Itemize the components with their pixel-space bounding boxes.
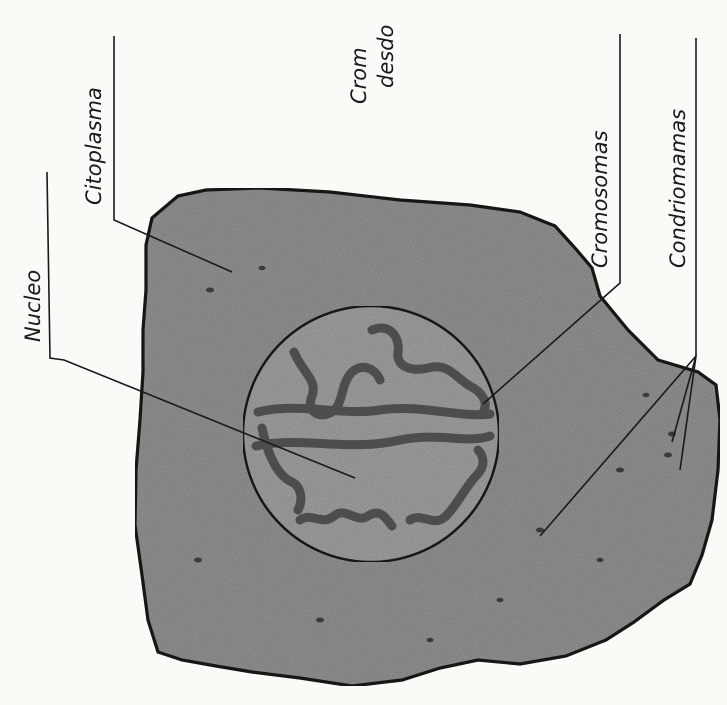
mitochondrion bbox=[316, 618, 324, 623]
mitochondrion bbox=[643, 393, 650, 397]
label-cromatina-top: Crom bbox=[347, 47, 371, 104]
label-cromosomas: Cromosomas bbox=[588, 130, 612, 268]
label-citoplasma: Citoplasma bbox=[82, 87, 106, 205]
mitochondrion bbox=[497, 598, 504, 602]
mitochondrion bbox=[206, 288, 214, 293]
mitochondrion bbox=[597, 558, 604, 562]
mitochondrion bbox=[427, 638, 434, 642]
mitochondrion bbox=[259, 266, 266, 270]
label-nucleo: Nucleo bbox=[21, 270, 45, 342]
mitochondrion bbox=[194, 558, 202, 563]
cell-nucleus bbox=[243, 306, 499, 562]
mitochondrion bbox=[664, 453, 672, 458]
label-condriomamas: Condriomamas bbox=[666, 109, 690, 268]
label-cromatina-bottom: desdo bbox=[374, 25, 398, 88]
mitochondrion bbox=[616, 468, 624, 473]
